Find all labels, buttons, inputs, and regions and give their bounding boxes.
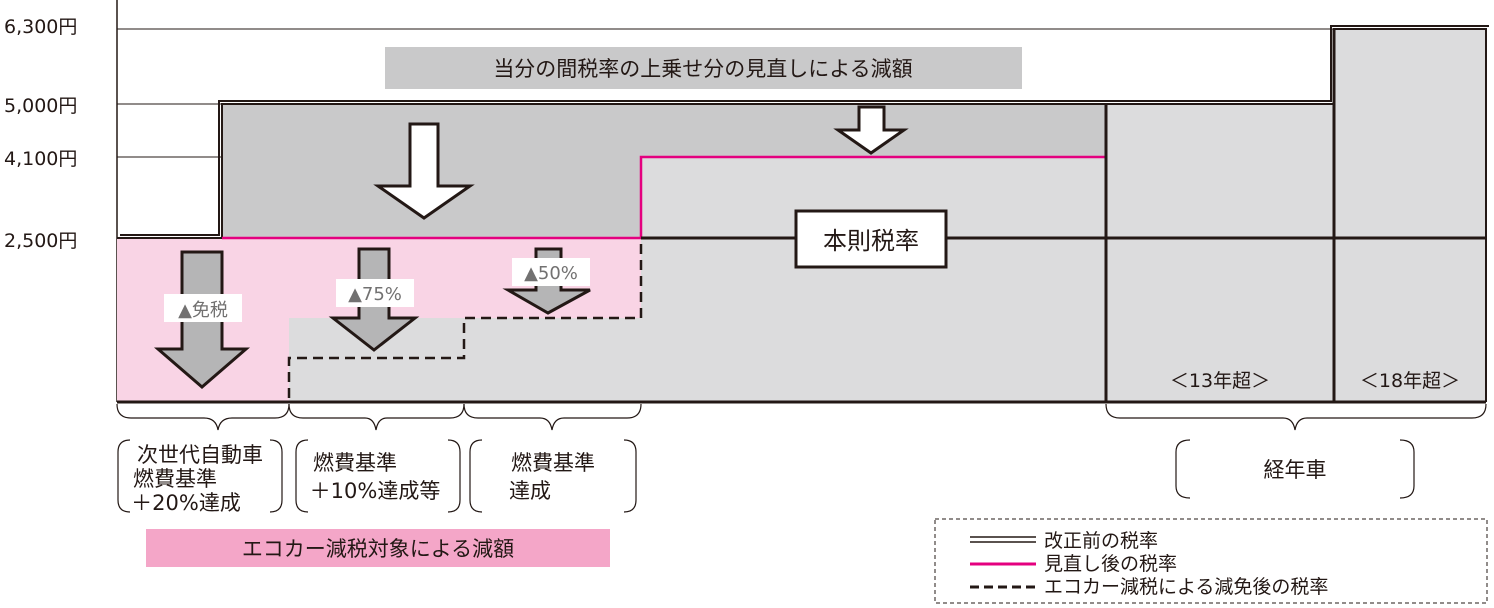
cat1-line3: ＋20%達成 xyxy=(131,491,241,515)
cat3-line2: 達成 xyxy=(509,479,551,503)
standard-rate-label: 本則税率 xyxy=(823,227,919,255)
legend-item-after: 見直し後の税率 xyxy=(970,553,1177,575)
block-13yr xyxy=(1106,104,1334,402)
cat1-line2: 燃費基準 xyxy=(133,467,217,491)
legend-eco-label: エコカー減税による減免後の税率 xyxy=(1044,576,1328,598)
category-texts: 次世代自動車 燃費基準 ＋20%達成 燃費基準 ＋10%達成等 燃費基準 達成 … xyxy=(131,443,1326,515)
cat4-line1: 経年車 xyxy=(1264,458,1327,482)
y-label-4100: 4,100円 xyxy=(4,148,77,170)
eco-step-fill xyxy=(289,318,641,402)
category-braces xyxy=(116,403,1487,431)
block-18yr xyxy=(1334,29,1486,402)
standard-rate-area xyxy=(641,157,1106,402)
top-banner xyxy=(385,47,1022,89)
eco-banner-text: エコカー減税対象による減額 xyxy=(242,537,514,561)
grid-lines xyxy=(117,28,1334,158)
cat3-line1: 燃費基準 xyxy=(511,451,595,475)
cat2-line2: ＋10%達成等 xyxy=(310,479,441,503)
category-brackets xyxy=(117,439,1415,513)
exempt-label: ▲免税 xyxy=(178,300,228,321)
legend-after-label: 見直し後の税率 xyxy=(1044,553,1177,575)
y-label-6300: 6,300円 xyxy=(4,16,77,38)
standard-rate-box xyxy=(794,209,948,269)
age-over13-label: ＜13年超＞ xyxy=(1170,370,1270,392)
y-label-5000: 5,000円 xyxy=(4,95,77,117)
brace-cat3 xyxy=(463,403,642,431)
age-over18-label: ＜18年超＞ xyxy=(1360,370,1460,392)
pct50-label-bg xyxy=(512,258,590,286)
exempt-label-bg xyxy=(164,294,242,322)
legend-item-eco: エコカー減税による減免後の税率 xyxy=(970,576,1328,598)
eco-car-rate-line xyxy=(117,238,643,404)
cat1-line1: 次世代自動車 xyxy=(137,443,263,467)
pct75-label-bg xyxy=(336,279,414,307)
brace-cat1a xyxy=(116,403,290,431)
big-down-arrow-icon xyxy=(373,122,475,220)
legend-border xyxy=(934,518,1488,604)
cat2-line1: 燃費基準 xyxy=(313,451,397,475)
y-label-2500: 2,500円 xyxy=(4,230,77,252)
pct75-label: ▲75% xyxy=(348,284,402,305)
y-axis: 6,300円 5,000円 4,100円 2,500円 xyxy=(4,16,77,252)
eco-banner xyxy=(146,529,610,567)
brace-cat4 xyxy=(1105,403,1487,431)
pct50-label: ▲50% xyxy=(524,263,578,284)
small-down-arrow-icon xyxy=(833,105,909,155)
brace-cat2 xyxy=(288,403,465,431)
top-banner-text: 当分の間税率の上乗せ分の見直しによる減額 xyxy=(493,57,912,81)
legend-before-label: 改正前の税率 xyxy=(1044,530,1158,552)
legend: 改正前の税率 見直し後の税率 エコカー減税による減免後の税率 xyxy=(934,518,1488,604)
legend-item-before: 改正前の税率 xyxy=(970,530,1158,552)
